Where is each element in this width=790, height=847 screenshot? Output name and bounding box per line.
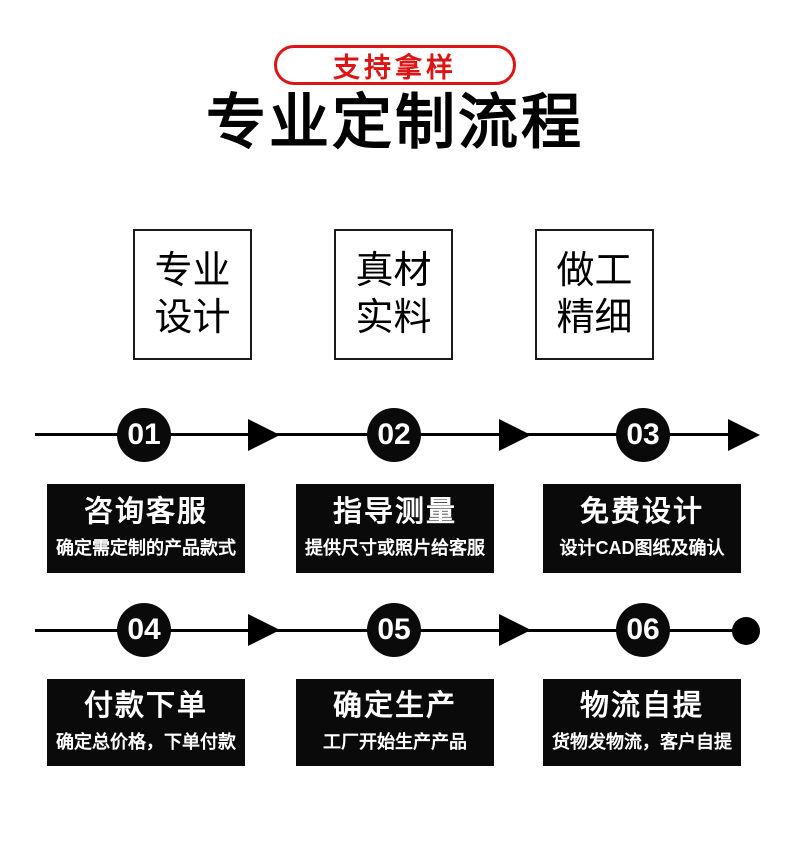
- step-title: 物流自提: [579, 689, 704, 722]
- step-desc: 设计CAD图纸及确认: [559, 538, 725, 559]
- step-number-badge-06: 06: [616, 603, 670, 657]
- feature-line: 实料: [355, 296, 432, 339]
- feature-line: 设计: [154, 296, 231, 339]
- feature-line: 精细: [556, 296, 633, 339]
- arrow-right-icon: [248, 614, 280, 646]
- step-title: 咨询客服: [83, 495, 208, 528]
- arrow-right-icon: [499, 614, 531, 646]
- step-number-badge-03: 03: [616, 408, 670, 462]
- step-desc: 提供尺寸或照片给客服: [305, 538, 485, 559]
- feature-line: 真材: [355, 250, 432, 293]
- feature-box-row: 专业 设计 真材 实料 做工 精细: [133, 229, 654, 360]
- feature-box-design: 专业 设计: [133, 229, 252, 360]
- step-number-badge-02: 02: [367, 408, 421, 462]
- step-card-consult: 咨询客服 确定需定制的产品款式: [47, 484, 245, 573]
- step-card-production: 确定生产 工厂开始生产产品: [296, 679, 494, 766]
- step-number-badge-01: 01: [117, 408, 171, 462]
- step-card-free-design: 免费设计 设计CAD图纸及确认: [543, 484, 741, 573]
- step-card-measure: 指导测量 提供尺寸或照片给客服: [296, 484, 494, 573]
- feature-box-workmanship: 做工 精细: [535, 229, 654, 360]
- step-card-logistics: 物流自提 货物发物流，客户自提: [543, 679, 741, 766]
- step-card-payment: 付款下单 确定总价格，下单付款: [47, 679, 245, 766]
- step-number-badge-04: 04: [117, 603, 171, 657]
- arrow-right-icon: [248, 419, 280, 451]
- page-title: 专业定制流程: [206, 89, 584, 156]
- step-title: 确定生产: [332, 689, 457, 722]
- feature-box-materials: 真材 实料: [334, 229, 453, 360]
- arrow-right-icon: [728, 419, 760, 451]
- sample-support-badge-label: 支持拿样: [333, 52, 457, 83]
- step-desc: 工厂开始生产产品: [323, 732, 467, 753]
- flow-end-dot-icon: [732, 617, 760, 645]
- step-desc: 确定需定制的产品款式: [56, 538, 236, 559]
- step-title: 指导测量: [332, 495, 457, 528]
- step-title: 付款下单: [83, 689, 208, 722]
- feature-line: 专业: [154, 250, 231, 293]
- step-title: 免费设计: [579, 495, 704, 528]
- feature-line: 做工: [556, 250, 633, 293]
- arrow-right-icon: [499, 419, 531, 451]
- step-desc: 货物发物流，客户自提: [552, 732, 732, 753]
- step-number-badge-05: 05: [367, 603, 421, 657]
- step-desc: 确定总价格，下单付款: [56, 732, 236, 753]
- sample-support-badge: 支持拿样: [274, 45, 516, 85]
